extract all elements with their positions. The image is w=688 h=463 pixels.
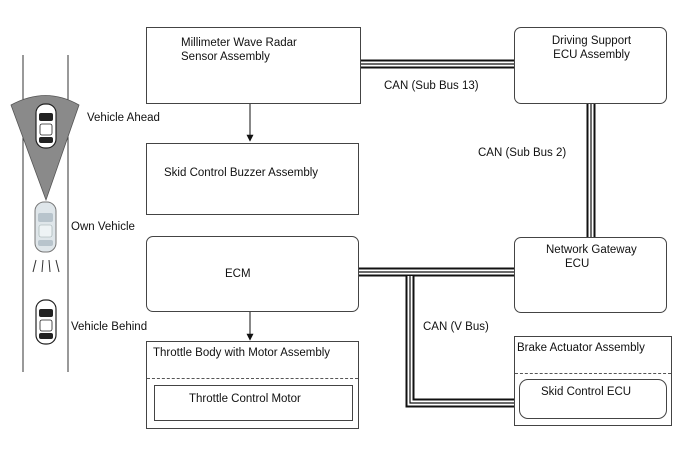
brake-actuator-divider xyxy=(515,373,671,374)
network-gateway-ecu-label-line1: Network Gateway xyxy=(546,244,637,256)
vehicle-ahead-label: Vehicle Ahead xyxy=(87,112,160,124)
network-gateway-ecu-label-line2: ECU xyxy=(565,258,590,270)
own-vehicle-label: Own Vehicle xyxy=(71,221,135,233)
can-sub-bus-13-label: CAN (Sub Bus 13) xyxy=(384,80,479,92)
radar-sensor-box: Millimeter Wave Radar Sensor Assembly xyxy=(146,27,361,104)
throttle-body-label: Throttle Body with Motor Assembly xyxy=(153,347,331,359)
throttle-body-divider xyxy=(147,378,358,379)
throttle-control-motor-box: Throttle Control Motor xyxy=(154,385,353,421)
ecm-label: ECM xyxy=(225,268,251,280)
own-vehicle-icon xyxy=(34,201,57,253)
skid-control-ecu-label: Skid Control ECU xyxy=(541,386,632,398)
can-v-bus-label: CAN (V Bus) xyxy=(423,321,489,333)
skid-control-ecu-box: Skid Control ECU xyxy=(519,379,667,419)
throttle-body-box: Throttle Body with Motor Assembly Thrott… xyxy=(146,341,359,429)
skid-control-buzzer-label: Skid Control Buzzer Assembly xyxy=(164,167,319,179)
network-gateway-ecu-box: Network Gateway ECU xyxy=(514,237,667,313)
radar-sensor-label-line1: Millimeter Wave Radar xyxy=(181,37,297,49)
brake-actuator-label: Brake Actuator Assembly xyxy=(517,342,645,354)
brake-actuator-box: Brake Actuator Assembly Skid Control ECU xyxy=(514,336,672,426)
ecm-box: ECM xyxy=(146,236,359,312)
radar-sensor-label-line2: Sensor Assembly xyxy=(181,51,270,63)
can-sub-bus-2-label: CAN (Sub Bus 2) xyxy=(478,147,567,159)
vehicle-ahead-icon xyxy=(35,103,57,149)
skid-control-buzzer-box: Skid Control Buzzer Assembly xyxy=(146,143,359,215)
vehicle-behind-label: Vehicle Behind xyxy=(71,321,148,333)
can-v-bus-line xyxy=(359,267,520,408)
throttle-control-motor-label: Throttle Control Motor xyxy=(189,393,301,405)
driving-support-ecu-label-line2: ECU Assembly xyxy=(553,49,630,61)
vehicle-behind-icon xyxy=(35,299,57,345)
driving-support-ecu-box: Driving Support ECU Assembly xyxy=(514,27,667,104)
rear-radar-marks xyxy=(32,259,60,273)
driving-support-ecu-label-line1: Driving Support xyxy=(551,35,632,47)
